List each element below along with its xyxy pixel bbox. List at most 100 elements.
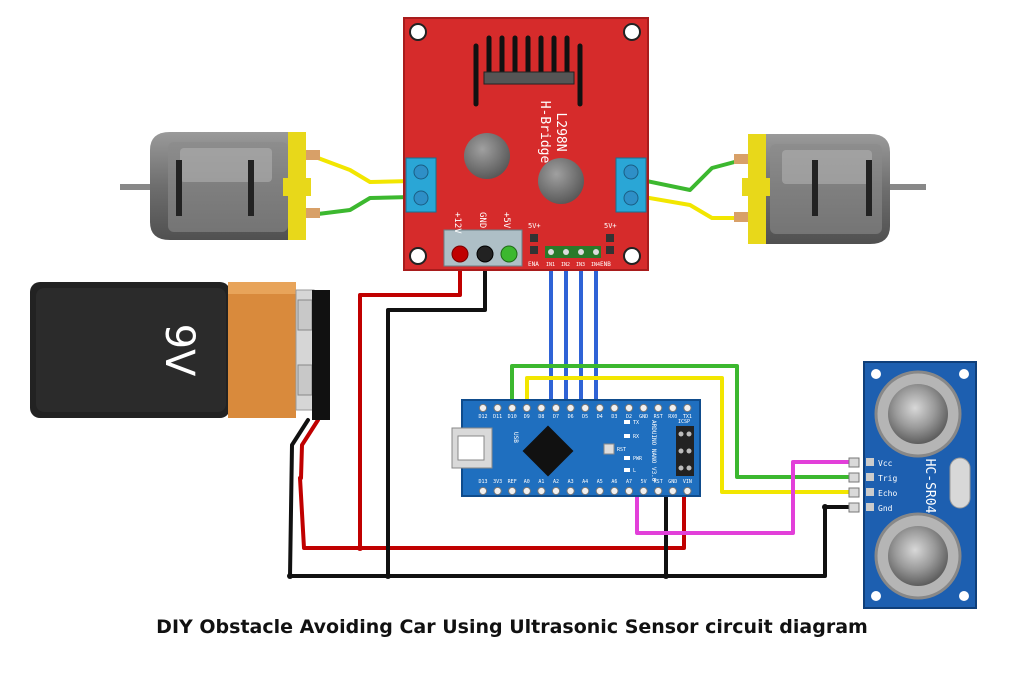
arduino-bottom-pin-d13 [478, 486, 488, 496]
led-rx-label: RX [633, 434, 639, 440]
sensor-pin-vcc: Vcc [878, 459, 893, 468]
right-motor [734, 134, 926, 244]
arduino-bottom-pin-ref [508, 486, 517, 496]
ena-label: ENA [528, 261, 539, 268]
l298n-driver: L298N H-Bridge +12V GND +5V 5V+ 5V+ [403, 17, 649, 271]
arduino-top-pin-gnd [639, 403, 648, 413]
in4-label: IN4 [591, 262, 600, 268]
arduino-bottom-pin-label: A1 [538, 479, 544, 485]
arduino-top-pin-d5 [581, 403, 590, 413]
arduino-bottom-pin-a6 [610, 486, 619, 496]
arduino-bottom-pin-a1 [537, 486, 546, 496]
arduino-top-pin-label: RX0 [668, 414, 677, 420]
arduino-bottom-pin-label: A0 [524, 479, 530, 485]
wire-joints [287, 504, 828, 579]
arduino-bottom-pin-a5 [595, 486, 604, 496]
in2-label: IN2 [561, 262, 570, 268]
wire-battery-red-lead [299, 418, 320, 480]
driver-title-line2: H-Bridge [537, 101, 552, 164]
arduino-top-pin-label: GND [639, 414, 648, 420]
arduino-top-pin-label: RST [654, 414, 663, 420]
wire-motor-right-yellow [630, 193, 744, 220]
arduino-top-pin-rst [654, 403, 663, 413]
wire-motor-left-green [316, 195, 414, 216]
battery-label: 9V [156, 324, 202, 377]
led-l-label: L [633, 468, 636, 474]
in1-label: IN1 [546, 262, 555, 268]
arduino-top-pin-d8 [537, 403, 546, 413]
arduino-top-pin-label: D12 [478, 414, 487, 420]
arduino-top-pin-label: D6 [568, 414, 574, 420]
arduino-top-pin-label: D11 [493, 414, 502, 420]
arduino-top-pin-label: D3 [611, 414, 617, 420]
diagram-caption: DIY Obstacle Avoiding Car Using Ultrason… [156, 616, 868, 638]
arduino-bottom-pin-label: D13 [478, 479, 487, 485]
pin-label-12v: +12V [452, 212, 462, 234]
rst-button-label: RST [617, 447, 626, 453]
jumper-label-a: 5V+ [528, 222, 541, 230]
arduino-bottom-pin-a4 [581, 486, 590, 496]
arduino-bottom-pin-label: A2 [553, 479, 559, 485]
pin-label-5v: +5V [501, 212, 511, 229]
wire-battery-ground [288, 418, 852, 578]
led-tx-label: TX [633, 420, 639, 426]
arduino-top-pin-d4 [595, 403, 604, 413]
in3-label: IN3 [576, 262, 585, 268]
arduino-bottom-pin-label: RST [654, 479, 663, 485]
arduino-top-pin-label: D10 [508, 414, 517, 420]
arduino-top-pin-label: TX1 [683, 414, 692, 420]
arduino-bottom-pin-a7 [624, 486, 634, 496]
led-pwr-label: PWR [633, 456, 643, 462]
left-motor [120, 132, 320, 240]
arduino-bottom-pin-label: A5 [597, 479, 603, 485]
arduino-top-pin-d3 [610, 403, 619, 413]
icsp-label: ICSP [678, 419, 690, 425]
arduino-top-pin-d9 [522, 403, 531, 413]
enb-label: ENB [600, 261, 611, 268]
arduino-bottom-pin-label: 5V [641, 479, 647, 485]
arduino-top-pin-d6 [566, 403, 575, 413]
sensor-pin-gnd: Gnd [878, 504, 893, 513]
arduino-top-pin-d2 [624, 403, 634, 413]
sensor-pin-trig: Trig [878, 474, 897, 483]
usb-label: USB [512, 432, 519, 443]
arduino-bottom-pin-a0 [522, 486, 531, 496]
arduino-bottom-pin-label: GND [668, 479, 677, 485]
arduino-bottom-pin-label: A7 [626, 479, 632, 485]
arduino-top-pin-d12 [478, 403, 488, 413]
wire-trig [510, 364, 852, 479]
arduino-bottom-pin-5v [639, 486, 648, 496]
arduino-top-pin-label: D9 [524, 414, 530, 420]
arduino-bottom-pin-rst [654, 486, 663, 496]
arduino-bottom-pin-label: REF [508, 479, 517, 485]
arduino-top-pin-label: D4 [597, 414, 603, 420]
arduino-nano: ICSP RST TX RX PWR L ARDUINO NANO V3.0 U… [451, 399, 701, 497]
board-name: ARDUINO NANO V3.0 [650, 420, 657, 482]
arduino-top-pin-label: D2 [626, 414, 632, 420]
pin-label-gnd: GND [477, 212, 487, 228]
wire-echo [525, 376, 852, 494]
arduino-bottom-pin-label: A6 [611, 479, 617, 485]
hc-sr04-sensor: HC-SR04 Vcc Trig Echo Gnd [848, 361, 977, 609]
arduino-bottom-pin-a3 [566, 486, 575, 496]
wire-motor-left-yellow [316, 156, 414, 184]
arduino-top-pin-label: D7 [553, 414, 559, 420]
arduino-bottom-pin-vin [683, 486, 692, 496]
arduino-top-pin-d11 [493, 403, 502, 413]
battery-9v: 9V [30, 282, 330, 420]
arduino-bottom-pin-label: A4 [582, 479, 588, 485]
arduino-top-pin-tx1 [683, 403, 692, 413]
motor-terminal-right [615, 157, 647, 213]
arduino-top-pin-rx0 [668, 403, 677, 413]
sensor-pin-echo: Echo [878, 489, 897, 498]
power-terminal [443, 229, 523, 267]
jumper-label-b: 5V+ [604, 222, 617, 230]
arduino-top-pin-d7 [551, 403, 561, 413]
wire-motor-right-green [630, 158, 744, 192]
driver-title-line1: L298N [553, 112, 568, 151]
wire-vcc [635, 460, 852, 535]
arduino-bottom-pin-label: A3 [568, 479, 574, 485]
